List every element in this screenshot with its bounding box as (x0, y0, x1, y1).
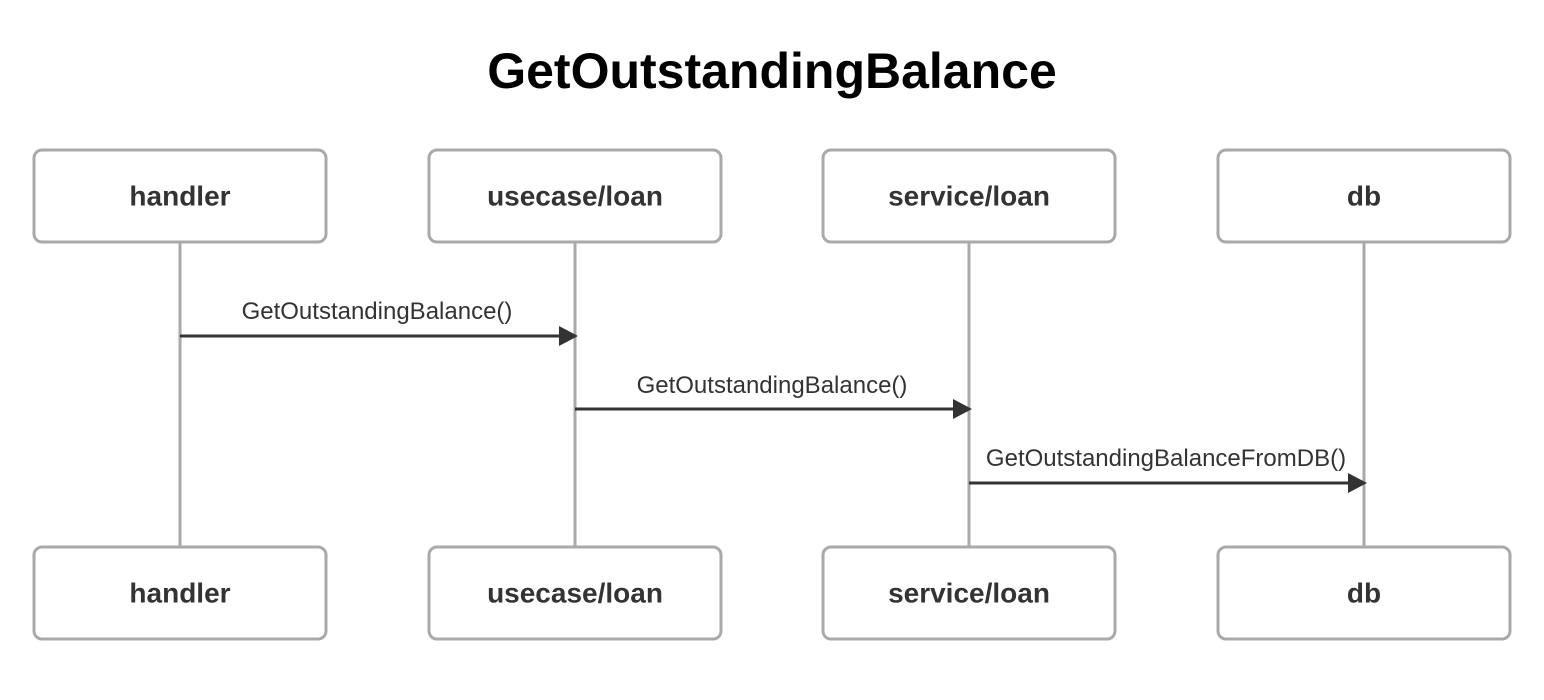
participant-top-handler: handler (32, 148, 328, 244)
participant-bottom-service-loan: service/loan (821, 545, 1117, 641)
participant-bottom-usecase-loan: usecase/loan (427, 545, 723, 641)
participant-top-db: db (1216, 148, 1512, 244)
participant-label: db (1347, 578, 1381, 609)
message-label: GetOutstandingBalanceFromDB() (986, 445, 1346, 472)
arrowhead-icon (1348, 473, 1367, 493)
participant-bottom-db: db (1216, 545, 1512, 641)
participant-top-service-loan: service/loan (821, 148, 1117, 244)
message-3: GetOutstandingBalanceFromDB() (969, 445, 1367, 493)
message-1: GetOutstandingBalance() (180, 298, 578, 346)
message-label: GetOutstandingBalance() (242, 298, 513, 325)
diagram-title: GetOutstandingBalance (487, 43, 1057, 99)
participant-bottom-handler: handler (32, 545, 328, 641)
participant-label: usecase/loan (487, 578, 663, 609)
participant-label: handler (129, 181, 230, 212)
message-2: GetOutstandingBalance() (575, 372, 972, 419)
participant-label: service/loan (888, 181, 1050, 212)
arrowhead-icon (559, 326, 578, 346)
participant-label: db (1347, 181, 1381, 212)
participant-label: handler (129, 578, 230, 609)
participant-label: usecase/loan (487, 181, 663, 212)
arrowhead-icon (953, 399, 972, 419)
message-label: GetOutstandingBalance() (637, 372, 908, 399)
participant-label: service/loan (888, 578, 1050, 609)
participant-top-usecase-loan: usecase/loan (427, 148, 723, 244)
